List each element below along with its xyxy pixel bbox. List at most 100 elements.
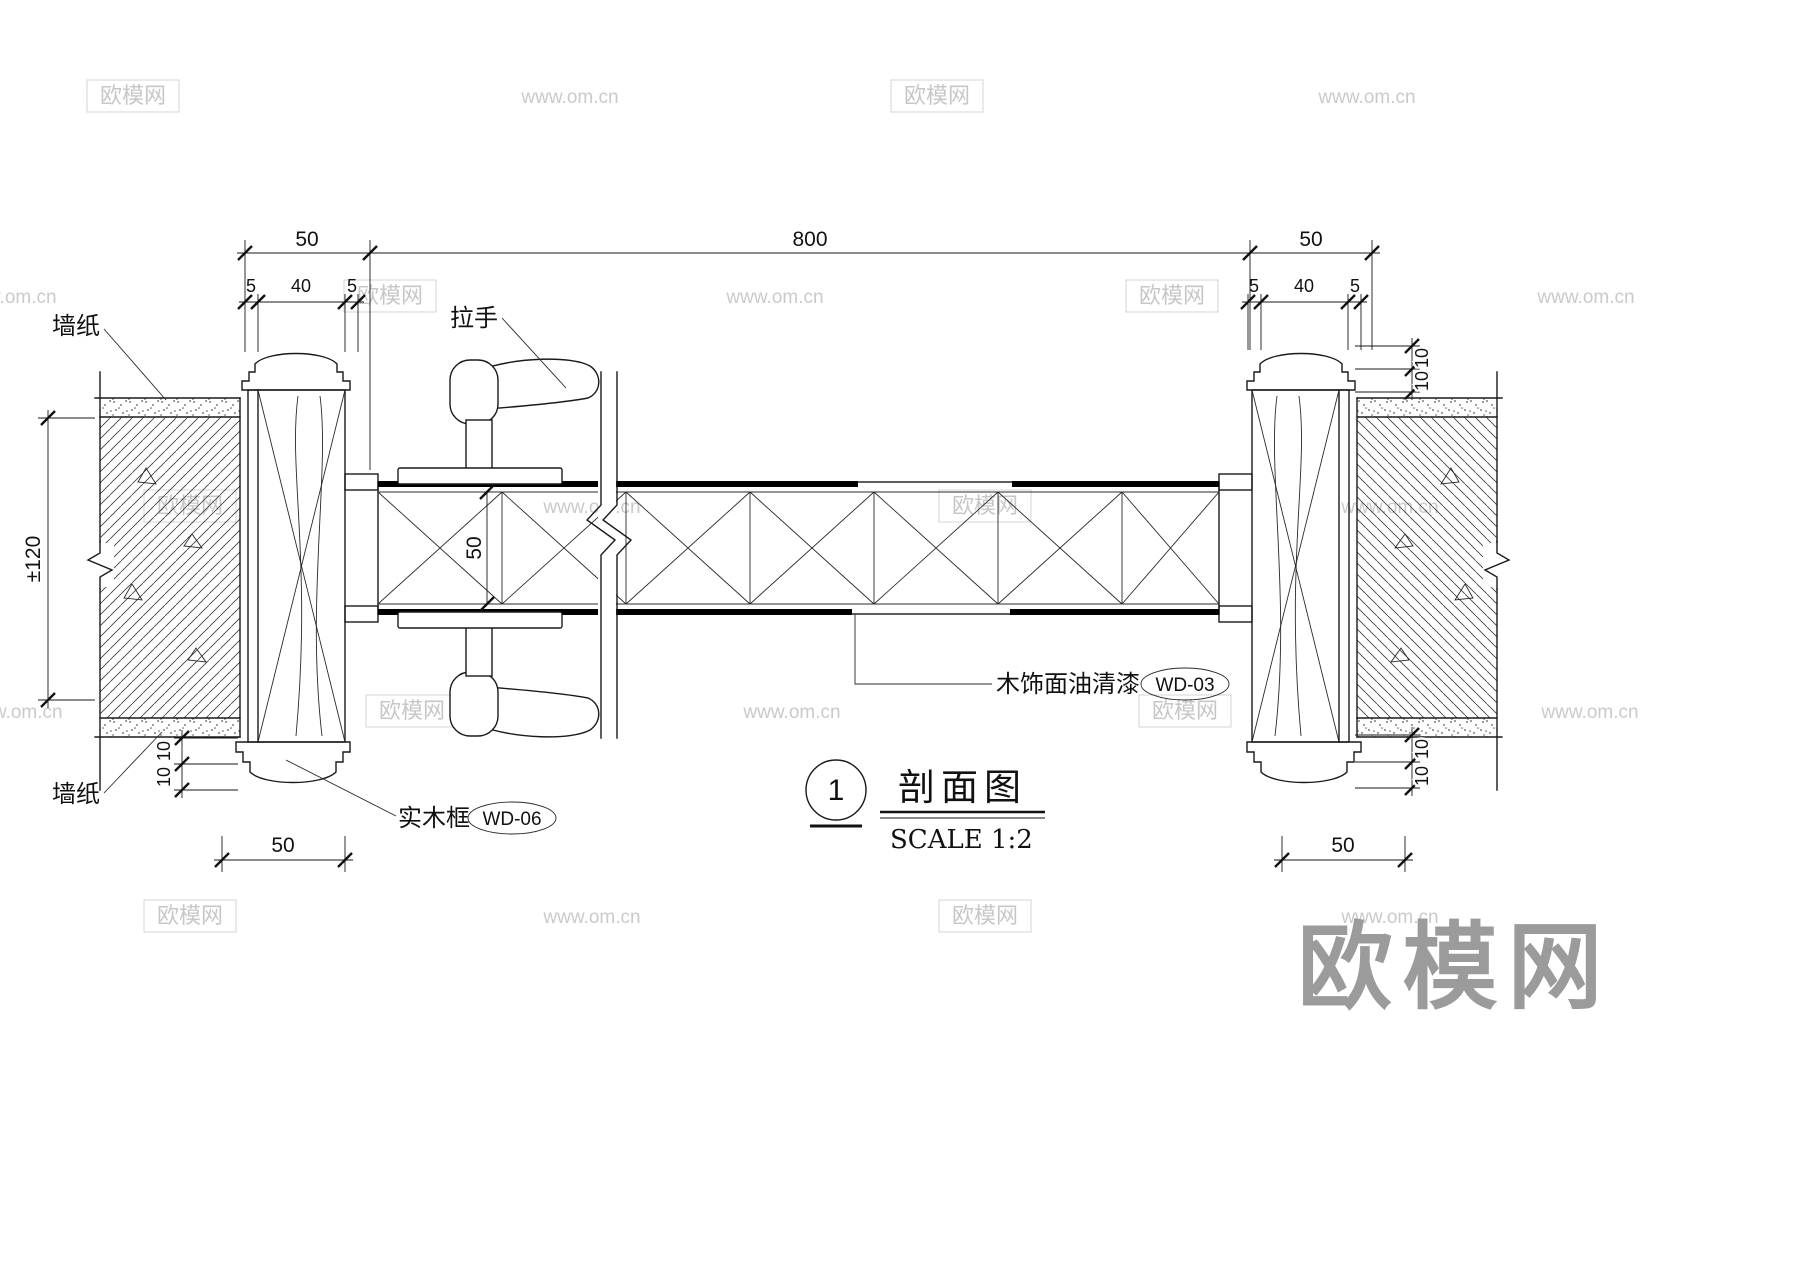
plaster-band-bottom xyxy=(100,718,240,737)
drawing-title: 剖面图 xyxy=(898,767,1027,808)
dim-top-right: 50 xyxy=(1299,228,1322,251)
door-leaf xyxy=(377,371,1220,739)
dimension-sub-right: 5 40 5 xyxy=(1239,276,1370,350)
dim-top-left: 50 xyxy=(295,228,318,251)
wall-hatch xyxy=(100,417,240,718)
left-door-frame xyxy=(235,352,379,784)
right-wall-section xyxy=(1356,371,1510,791)
dim-sub: 5 xyxy=(1350,276,1360,296)
watermark-brand: 欧模网 xyxy=(343,279,437,313)
door-stop-bottom xyxy=(344,605,379,623)
label-solid-wood-frame: 实木框 WD-06 xyxy=(285,759,557,835)
leader-line xyxy=(501,317,567,389)
label-code: WD-06 xyxy=(482,809,541,830)
watermark-brand: 欧模网 xyxy=(1125,279,1219,313)
leader-line xyxy=(285,759,397,817)
door-panel-outline xyxy=(377,481,1220,615)
dimension-sub-left: 5 40 5 xyxy=(236,276,367,352)
watermark-url: www.om.cn xyxy=(520,87,618,108)
leader-line xyxy=(103,328,167,401)
watermark-brand: 欧模网 xyxy=(938,489,1032,523)
watermark-url: www.om.cn xyxy=(725,287,823,308)
veneer-face-top xyxy=(1012,481,1219,487)
dim-sub: 5 xyxy=(347,276,357,296)
watermark-brand: 欧模网 xyxy=(365,694,459,728)
core-cross-bracing xyxy=(377,491,1220,605)
watermark-brand: 欧模网 xyxy=(143,899,237,933)
dim-sub: 5 xyxy=(1249,276,1259,296)
door-break-lines xyxy=(585,371,633,739)
veneer-face-bottom xyxy=(1010,609,1219,615)
svg-text:欧模网: 欧模网 xyxy=(1152,698,1218,723)
veneer-face-top xyxy=(378,481,858,487)
frame-head-moulding xyxy=(241,352,351,391)
right-door-frame xyxy=(1218,352,1362,784)
dimension-steps-top-right: 10 10 xyxy=(1355,337,1435,401)
label-text: 墙纸 xyxy=(52,781,100,808)
dimension-wall-thickness: ±120 xyxy=(20,409,95,709)
label-text: 实木框 xyxy=(398,805,470,832)
dim-bottom-right: 50 xyxy=(1331,834,1354,857)
frame-body xyxy=(247,389,346,743)
frame-foot-moulding xyxy=(235,741,351,784)
watermark-url: www.om.cn xyxy=(0,702,63,723)
dimension-door-core: 50 xyxy=(461,483,496,613)
watermark-brand: 欧模网 xyxy=(86,79,180,113)
svg-text:欧模网: 欧模网 xyxy=(952,493,1018,518)
left-wall-section xyxy=(86,371,241,791)
svg-text:欧模网: 欧模网 xyxy=(952,903,1018,928)
svg-text:欧模网: 欧模网 xyxy=(157,903,223,928)
dim-step: 10 xyxy=(1412,739,1432,759)
watermark-layer: 欧模网 www.om.cn 欧模网 www.om.cn www.om.cn 欧模… xyxy=(0,79,1639,933)
dim-step: 10 xyxy=(1412,348,1432,368)
watermark-url: www.om.cn xyxy=(1317,87,1415,108)
dim-top-center: 800 xyxy=(792,228,827,251)
label-code: WD-03 xyxy=(1155,675,1214,696)
door-stop-top xyxy=(344,473,379,491)
handle-plate xyxy=(397,467,563,485)
watermark-url: www.om.cn xyxy=(1536,287,1634,308)
dimension-steps-bottom-right: 10 10 xyxy=(1355,726,1435,797)
dimension-steps-bottom-left: 10 10 xyxy=(152,729,238,799)
watermark-brand: 欧模网 xyxy=(1138,694,1232,728)
watermark-url: www.om.cn xyxy=(1540,702,1638,723)
dimension-bottom-left: 50 xyxy=(213,834,354,872)
label-text: 木饰面油清漆 xyxy=(996,671,1140,698)
watermark-url: www.om.cn xyxy=(542,907,640,928)
door-handle-top xyxy=(397,358,600,485)
label-text: 拉手 xyxy=(450,305,498,332)
dimension-bottom-right: 50 xyxy=(1273,834,1414,872)
svg-text:欧模网: 欧模网 xyxy=(357,283,423,308)
svg-text:欧模网: 欧模网 xyxy=(100,83,166,108)
label-handle: 拉手 xyxy=(450,305,567,389)
dim-wall: ±120 xyxy=(22,536,45,583)
dim-bottom-left: 50 xyxy=(271,834,294,857)
wood-grain xyxy=(295,395,323,737)
dim-sub: 40 xyxy=(1294,276,1314,296)
watermark-url: www.om.cn xyxy=(742,702,840,723)
dim-step: 10 xyxy=(154,767,174,787)
handle-lever xyxy=(473,358,600,411)
detail-number-bubble xyxy=(805,759,867,821)
handle-rose xyxy=(449,359,499,425)
dim-door-core: 50 xyxy=(463,536,486,559)
code-bubble xyxy=(1140,667,1230,701)
watermark-logo-large: 欧模网 xyxy=(1297,915,1612,1021)
label-wallpaper-bottom: 墙纸 xyxy=(52,731,163,808)
dim-sub: 5 xyxy=(246,276,256,296)
title-block: 1 剖面图 SCALE 1:2 xyxy=(805,759,1045,855)
svg-text:欧模网: 欧模网 xyxy=(379,698,445,723)
dim-step: 10 xyxy=(154,741,174,761)
handle-neck xyxy=(465,419,493,471)
watermark-brand: 欧模网 xyxy=(938,899,1032,933)
dim-step: 10 xyxy=(1412,371,1432,391)
plaster-band-top xyxy=(100,398,240,417)
dim-sub: 40 xyxy=(291,276,311,296)
watermark-url: www.om.cn xyxy=(0,287,57,308)
watermark-brand: 欧模网 xyxy=(890,79,984,113)
break-symbol xyxy=(86,540,114,590)
svg-text:欧模网: 欧模网 xyxy=(1139,283,1205,308)
svg-text:欧模网: 欧模网 xyxy=(904,83,970,108)
